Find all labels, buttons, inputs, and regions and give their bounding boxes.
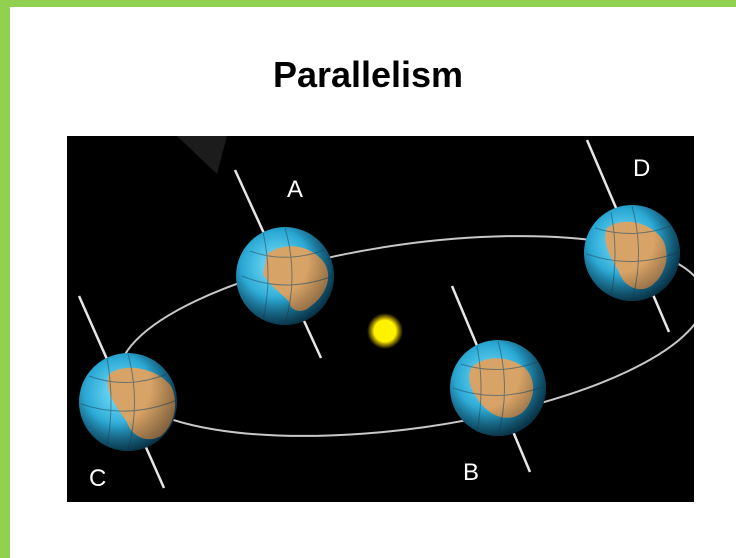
frame-left-border bbox=[0, 0, 10, 558]
sun-core bbox=[374, 320, 396, 342]
earth-b bbox=[450, 285, 546, 473]
page-title: Parallelism bbox=[272, 54, 464, 95]
label-c: C bbox=[89, 465, 106, 492]
label-d: D bbox=[633, 155, 650, 182]
diagram-svg: A D B C bbox=[77, 136, 694, 492]
label-a: A bbox=[287, 176, 303, 203]
label-b: B bbox=[463, 459, 479, 486]
earth-orbit-diagram: A D B C bbox=[67, 136, 694, 502]
frame-top-border bbox=[0, 0, 736, 7]
earth-a bbox=[233, 169, 334, 359]
earth-d bbox=[584, 139, 680, 333]
shadow-streak bbox=[177, 136, 227, 174]
earth-c bbox=[77, 295, 178, 489]
